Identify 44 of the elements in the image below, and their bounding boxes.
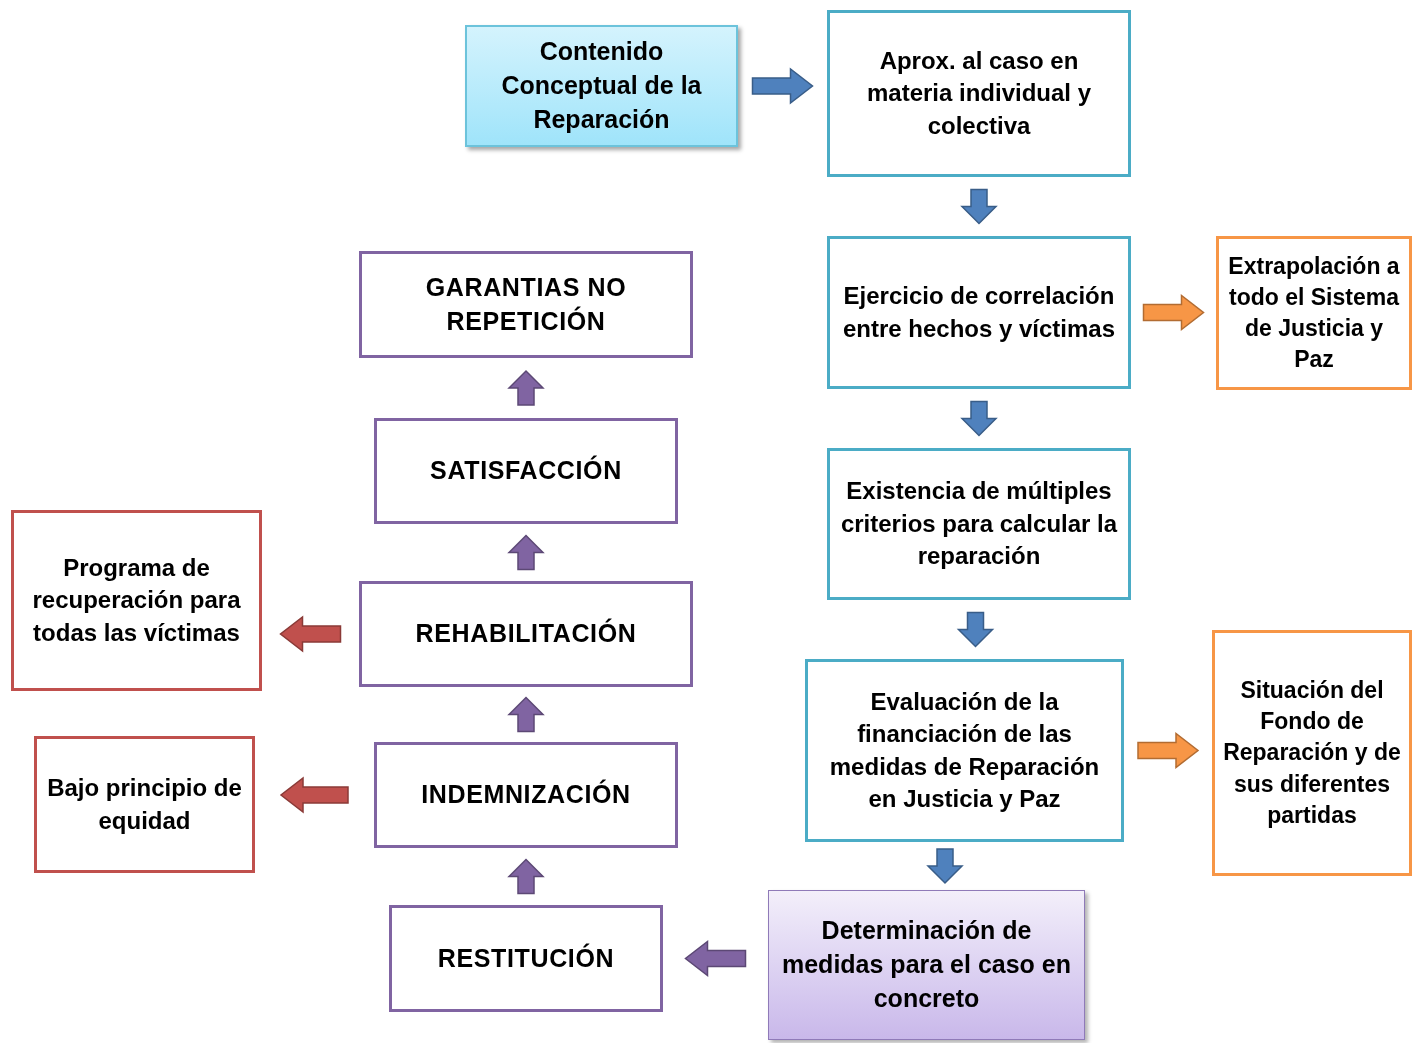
note-box [34, 736, 255, 873]
box-text: Evaluación de la financiación de las medidas de Reparación en Justicia y Paz [828, 686, 1101, 814]
block-arrow [1142, 293, 1205, 332]
box-text: Bajo principio de equidad [46, 773, 243, 836]
outcome-box [1212, 630, 1412, 876]
block-arrow [279, 776, 349, 814]
process-box [805, 659, 1124, 842]
measure-box [374, 742, 678, 848]
process-box [827, 448, 1131, 600]
box-text: GARANTIAS NO REPETICIÓN [424, 271, 628, 337]
box-text: Determinación de medidas para el caso en concreto [781, 915, 1072, 1014]
block-arrow [1137, 731, 1200, 770]
box-text: Situación del Fondo de Reparación y de sus diferentes partidas [1223, 676, 1401, 830]
result-box [768, 890, 1085, 1040]
block-arrow [507, 858, 545, 895]
box-text: REHABILITACIÓN [415, 617, 637, 650]
box-text: Contenido Conceptual de la Reparación [500, 36, 703, 135]
concept-box [465, 25, 738, 147]
measure-box [359, 581, 693, 687]
note-box [11, 510, 262, 691]
box-text: Programa de recuperación para todas las víctimas [31, 552, 242, 648]
block-arrow [956, 611, 995, 648]
box-text: Existencia de múltiples criterios para calcular la reparación [839, 476, 1119, 572]
outcome-box [1216, 236, 1412, 390]
box-text: INDEMNIZACIÓN [421, 778, 631, 811]
block-arrow [684, 939, 747, 978]
block-arrow [960, 400, 998, 437]
process-box [827, 236, 1131, 389]
box-text: RESTITUCIÓN [437, 942, 615, 974]
block-arrow [960, 188, 998, 225]
box-text: SATISFACCIÓN [430, 454, 622, 487]
process-box [827, 10, 1131, 177]
block-arrow [751, 67, 814, 105]
block-arrow [507, 534, 545, 571]
block-arrow [507, 369, 545, 406]
box-text: Extrapolación a todo el Sistema de Justicia y Paz [1227, 251, 1401, 375]
measure-box [389, 905, 663, 1012]
measure-box [374, 418, 678, 524]
box-text: Ejercicio de correlación entre hechos y víctimas [841, 281, 1117, 344]
box-text: Aprox. al caso en materia individual y colectiva [865, 45, 1093, 141]
block-arrow [926, 848, 964, 885]
measure-box [359, 251, 693, 358]
block-arrow [507, 696, 545, 733]
block-arrow [279, 615, 342, 653]
